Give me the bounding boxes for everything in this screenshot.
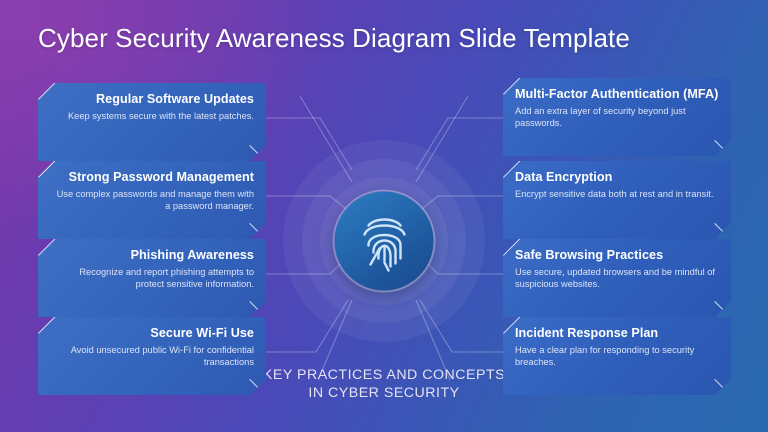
card-description: Recognize and report phishing attempts t… [79, 266, 254, 289]
card-safe-browsing-practices[interactable]: Safe Browsing Practices Use secure, upda… [503, 239, 731, 317]
card-title: Phishing Awareness [130, 248, 254, 262]
card-multi-factor-authentication[interactable]: Multi-Factor Authentication (MFA) Add an… [503, 78, 731, 156]
caption-line-2: IN CYBER SECURITY [308, 385, 460, 401]
card-title: Regular Software Updates [96, 92, 254, 106]
card-description: Avoid unsecured public Wi-Fi for confide… [70, 344, 254, 367]
center-caption: KEY PRACTICES AND CONCEPTS IN CYBER SECU… [258, 366, 510, 402]
card-title: Safe Browsing Practices [515, 248, 664, 262]
card-description: Use secure, updated browsers and be mind… [515, 266, 715, 289]
card-description: Add an extra layer of security beyond ju… [515, 105, 686, 128]
card-description: Have a clear plan for responding to secu… [515, 344, 695, 367]
card-incident-response-plan[interactable]: Incident Response Plan Have a clear plan… [503, 317, 731, 395]
caption-line-1: KEY PRACTICES AND CONCEPTS [262, 367, 506, 383]
card-strong-password-management[interactable]: Strong Password Management Use complex p… [38, 161, 266, 239]
card-description: Keep systems secure with the latest patc… [67, 110, 254, 121]
card-title: Data Encryption [515, 170, 613, 184]
card-title: Secure Wi-Fi Use [150, 326, 254, 340]
card-title: Incident Response Plan [515, 326, 659, 340]
card-title: Strong Password Management [68, 170, 254, 184]
hub-core [334, 191, 434, 291]
card-phishing-awareness[interactable]: Phishing Awareness Recognize and report … [38, 239, 266, 317]
card-secure-wifi-use[interactable]: Secure Wi-Fi Use Avoid unsecured public … [38, 317, 266, 395]
fingerprint-icon [362, 217, 406, 272]
card-title: Multi-Factor Authentication (MFA) [515, 87, 719, 101]
card-description: Encrypt sensitive data both at rest and … [515, 188, 714, 199]
card-description: Use complex passwords and manage them wi… [56, 188, 254, 211]
card-data-encryption[interactable]: Data Encryption Encrypt sensitive data b… [503, 161, 731, 239]
card-regular-software-updates[interactable]: Regular Software Updates Keep systems se… [38, 83, 266, 161]
page-title: Cyber Security Awareness Diagram Slide T… [38, 23, 630, 53]
center-hub [283, 140, 485, 342]
